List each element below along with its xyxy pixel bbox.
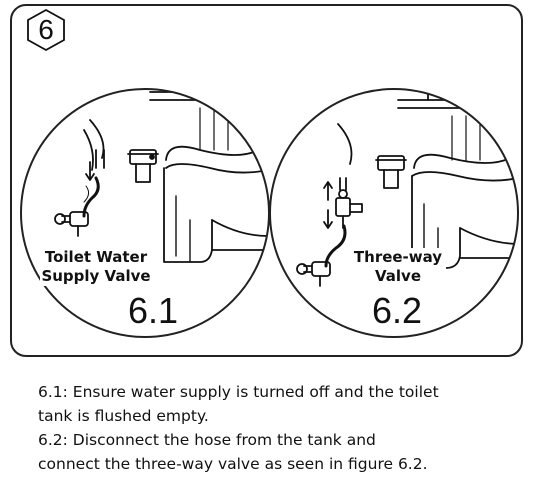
figure-6-1-label-line1: Toilet Water — [40, 248, 152, 267]
figure-6-1-number: 6.1 — [126, 292, 180, 330]
figure-6-1-label: Toilet Water Supply Valve — [40, 248, 152, 286]
step-number: 6 — [26, 10, 66, 50]
figure-6-2-number: 6.2 — [370, 292, 424, 330]
instruction-line-1: 6.1: Ensure water supply is turned off a… — [38, 380, 533, 404]
figure-6-1-illustration — [55, 84, 270, 262]
instruction-line-4: connect the three-way valve as seen in f… — [38, 452, 533, 476]
figure-6-2-label-line1: Three-way — [350, 248, 446, 267]
figure-6-2-label: Three-way Valve — [350, 248, 446, 286]
instructions-text: 6.1: Ensure water supply is turned off a… — [38, 380, 533, 476]
figure-6-1-label-line2: Supply Valve — [40, 267, 152, 286]
instruction-line-2: tank is flushed empty. — [38, 404, 533, 428]
instruction-line-3: 6.2: Disconnect the hose from the tank a… — [38, 428, 533, 452]
step-illustration — [0, 0, 547, 370]
figure-6-2-label-line2: Valve — [350, 267, 446, 286]
